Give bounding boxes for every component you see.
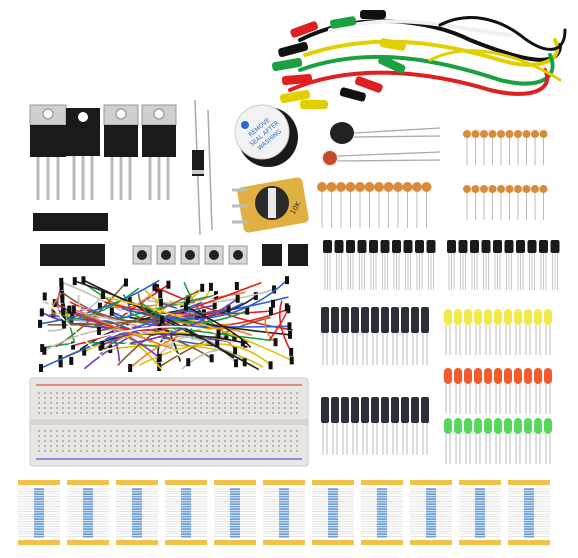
transistors [323,240,560,290]
thermistor [330,122,441,144]
photoresistor [321,149,441,167]
electrolytic-capacitors [321,307,429,455]
push-buttons [132,245,248,265]
leds [444,309,552,464]
potentiometer: 10K [232,177,309,233]
diodes [192,99,213,236]
breadboard [29,377,309,467]
buzzer: REMOVE SEAL AFTER WASHING [234,104,298,167]
jumper-wires [38,276,294,373]
ic-chips [33,213,308,266]
voltage-regulators [29,104,177,200]
resistor-strips [18,480,550,545]
ceramic-capacitors [317,130,548,228]
alligator-clips [272,10,407,109]
